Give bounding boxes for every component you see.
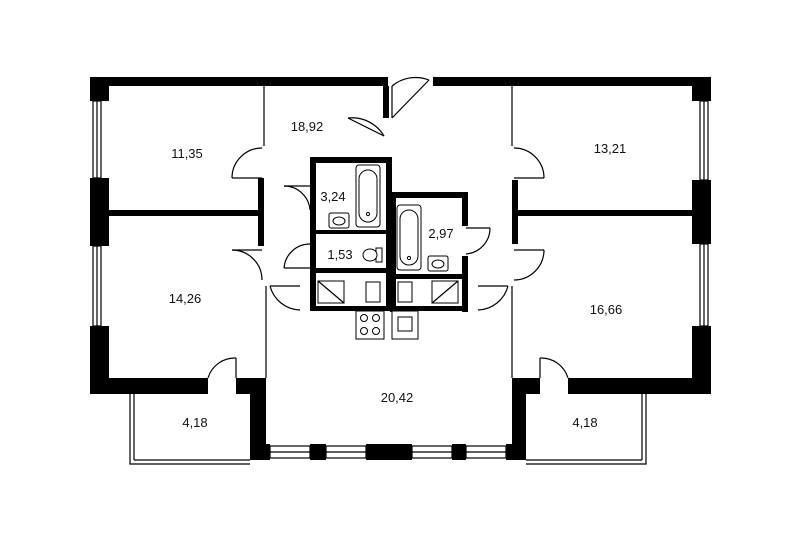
area-room-corridor: 18,92: [291, 119, 324, 134]
balconies: [129, 394, 647, 465]
area-room-mid-left: 14,26: [169, 291, 202, 306]
area-room-mid-right: 16,66: [590, 302, 623, 317]
area-bathroom-right: 2,97: [428, 226, 453, 241]
area-living-kitchen: 20,42: [381, 390, 414, 405]
area-room-top-left: 11,35: [171, 146, 203, 161]
area-room-top-right: 13,21: [594, 141, 627, 156]
exterior-walls: [90, 77, 711, 460]
wet-core: [310, 157, 468, 340]
area-balcony-left: 4,18: [182, 415, 207, 430]
area-wc: 1,53: [327, 247, 352, 262]
area-balcony-right: 4,18: [572, 415, 597, 430]
area-bathroom-left: 3,24: [320, 189, 345, 204]
area-labels: 11,35 18,92 3,24 1,53 2,97 13,21 14,26 1…: [169, 119, 627, 430]
doors: [207, 76, 569, 379]
windows: [92, 100, 709, 459]
interior-walls: [109, 86, 692, 378]
